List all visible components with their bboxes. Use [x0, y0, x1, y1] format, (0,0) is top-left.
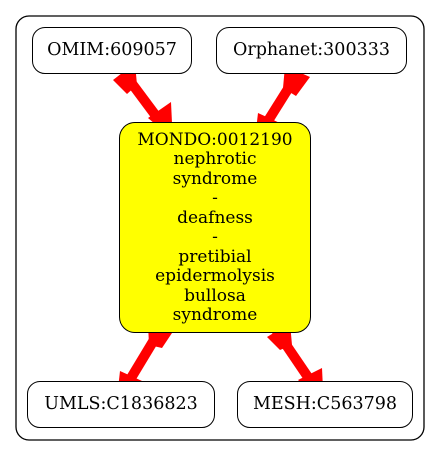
node-omim[interactable]: OMIM:609057 [32, 27, 192, 74]
node-umls-label: UMLS:C1836823 [44, 393, 198, 414]
node-mesh[interactable]: MESH:C563798 [237, 381, 413, 428]
center-line-1: MONDO:0012190 [137, 129, 293, 150]
node-mesh-label: MESH:C563798 [252, 393, 398, 414]
node-omim-label: OMIM:609057 [47, 39, 177, 60]
center-line-8: epidermolysis [155, 266, 275, 286]
cluster-border [15, 15, 425, 441]
center-line-10: syndrome [172, 305, 258, 325]
center-line-9: bullosa [184, 285, 246, 306]
center-line-4: - [212, 188, 218, 208]
center-line-5: deafness [177, 207, 253, 228]
center-line-3: syndrome [172, 168, 258, 189]
node-orphanet-label: Orphanet:300333 [233, 39, 390, 60]
center-line-2: nephrotic [173, 149, 257, 169]
node-umls[interactable]: UMLS:C1836823 [27, 381, 215, 428]
center-line-7: pretibial [178, 246, 252, 267]
center-line-6: - [212, 227, 218, 247]
node-orphanet[interactable]: Orphanet:300333 [216, 27, 407, 74]
node-mondo-center[interactable]: MONDO:0012190 nephrotic syndrome - deafn… [119, 122, 311, 333]
